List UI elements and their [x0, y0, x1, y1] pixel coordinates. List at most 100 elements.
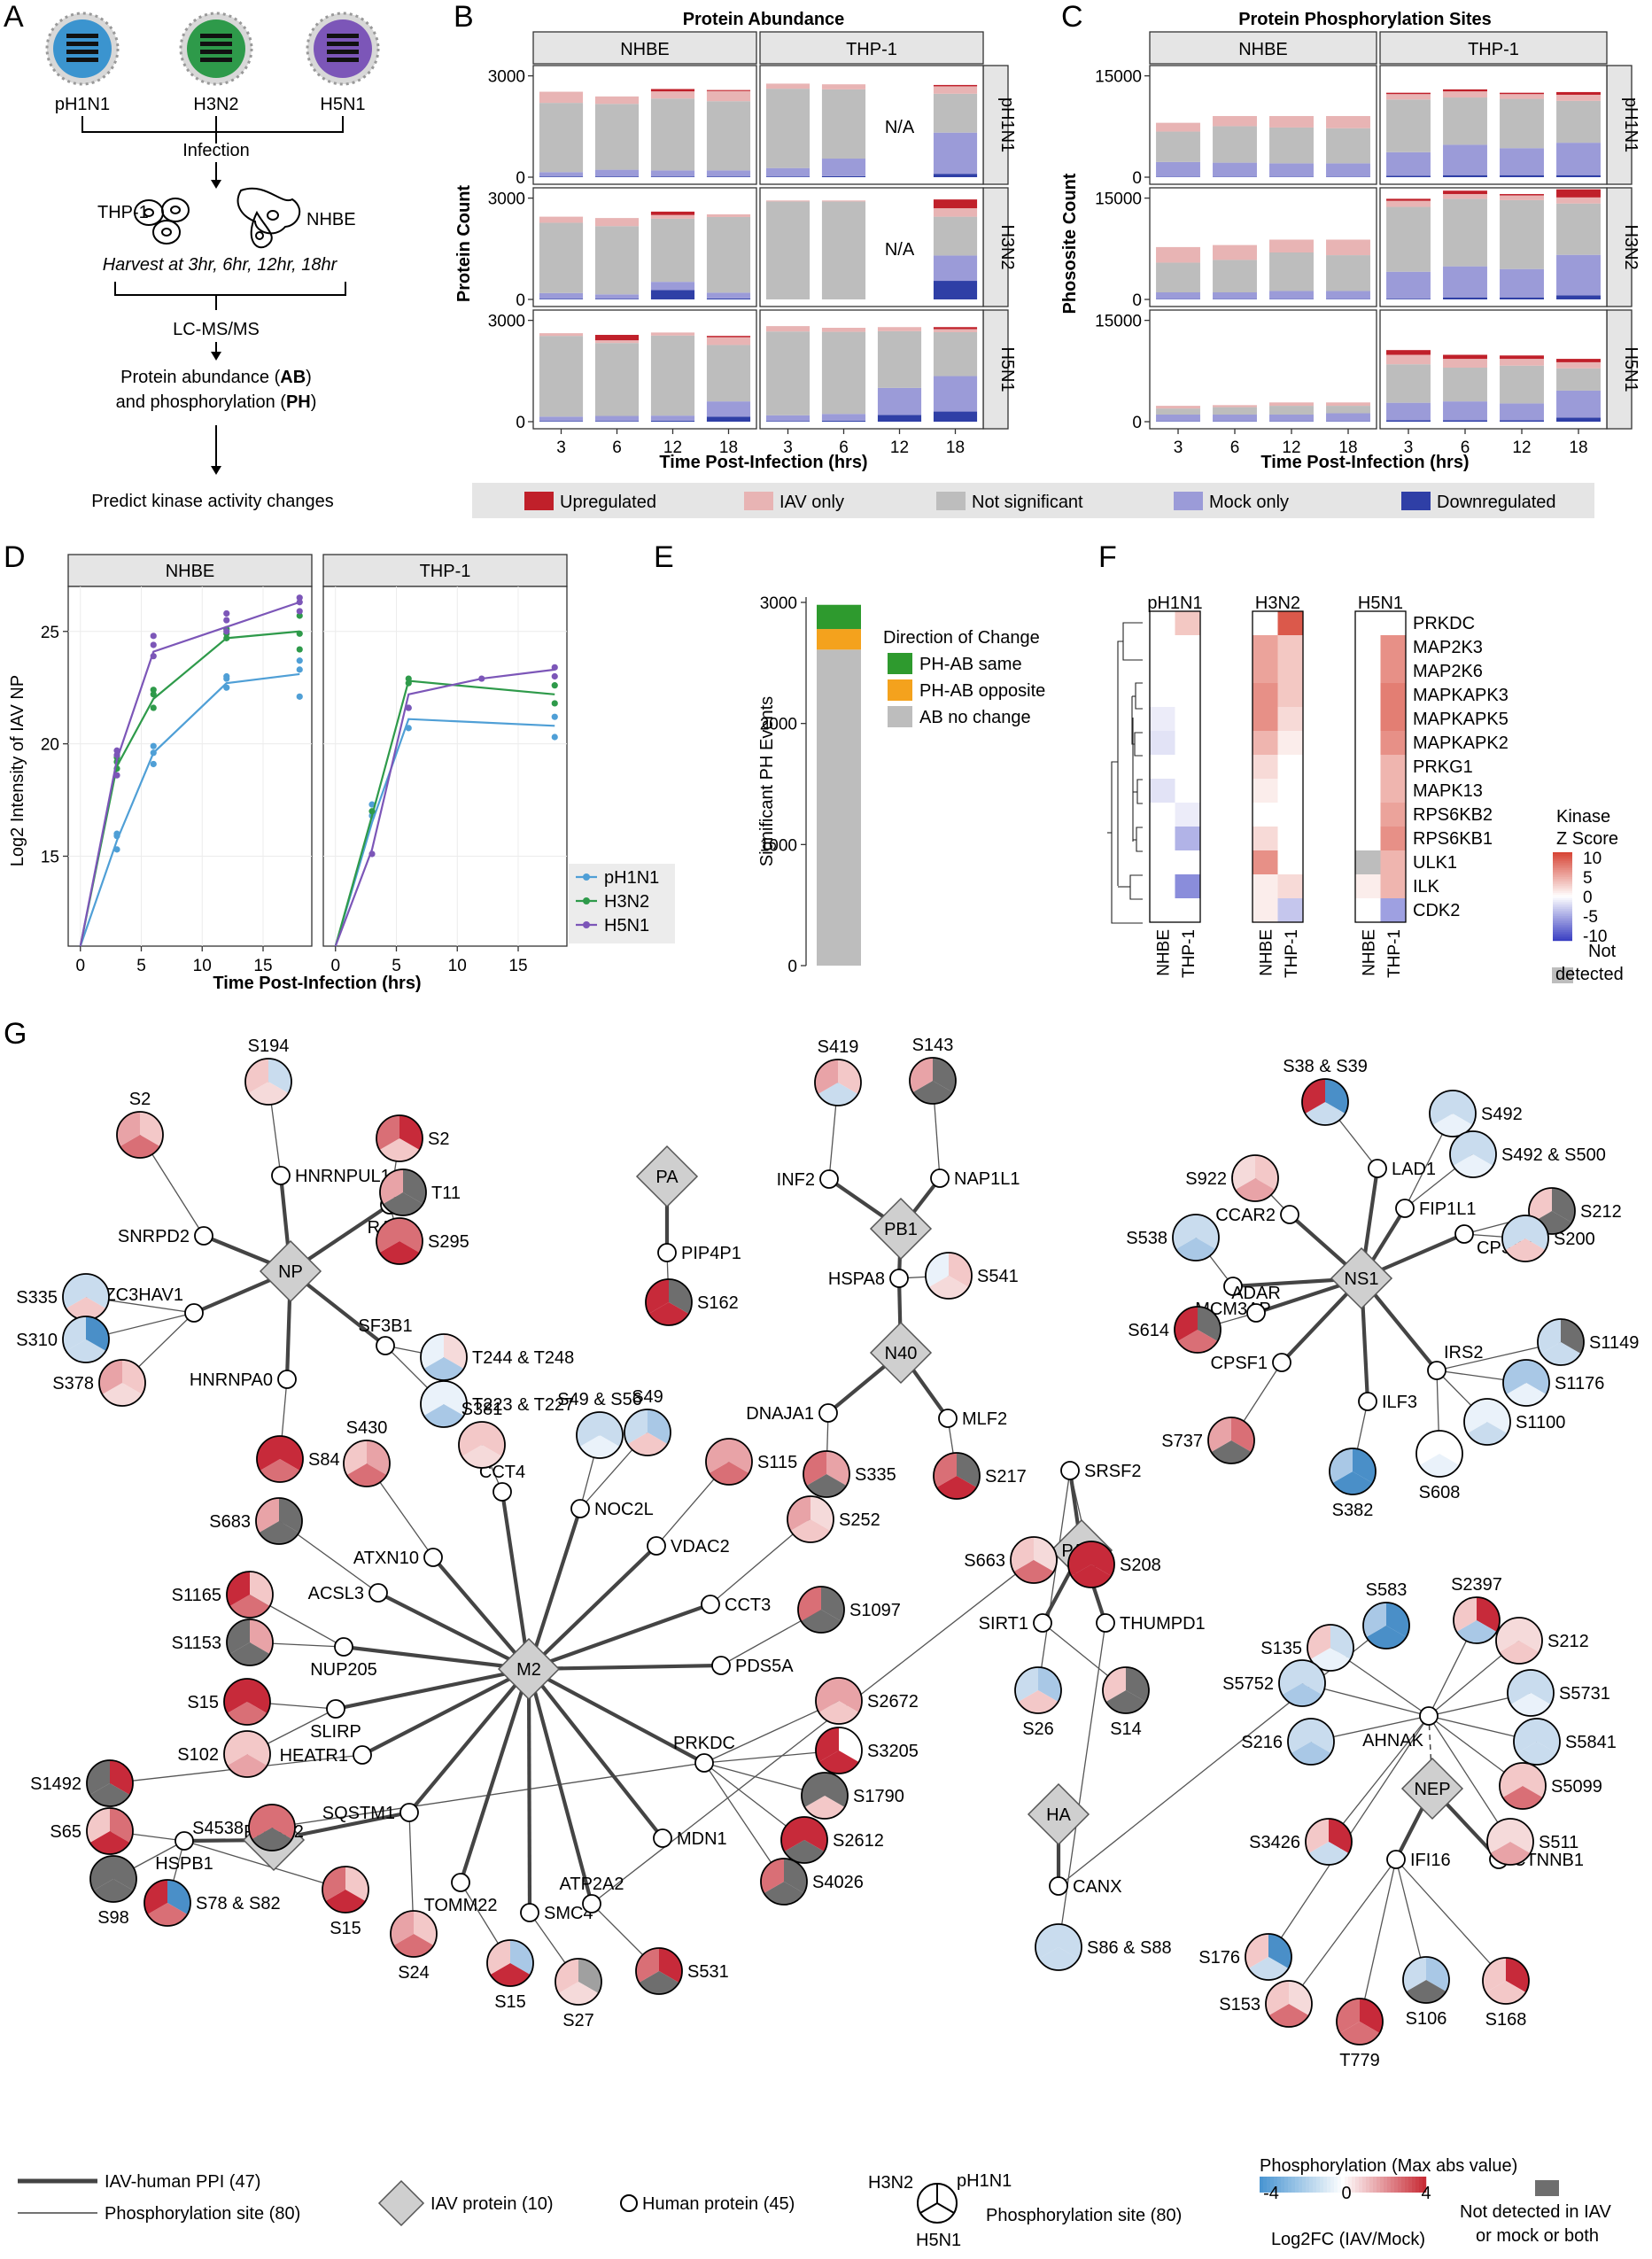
data-point-H5N1	[478, 675, 485, 682]
iav-protein-label: HA	[1046, 1805, 1071, 1825]
bar-upregulated	[706, 336, 751, 338]
phosphosite-label: S216	[1241, 1733, 1283, 1752]
bar-iav-only	[1500, 195, 1544, 200]
phosphosite-label: S2612	[833, 1831, 884, 1851]
pie-outline	[1501, 1215, 1549, 1262]
data-point-pH1N1	[150, 742, 157, 749]
heatmap-border	[1149, 610, 1201, 923]
phosphosite-pie	[98, 1359, 146, 1407]
strip-THP-1	[759, 31, 984, 65]
heatmap-cell	[1175, 707, 1200, 731]
bar-downregulated	[933, 281, 978, 299]
pie-outline	[1067, 1541, 1115, 1588]
heatmap-cell	[1380, 755, 1406, 779]
bar-iav-only	[539, 333, 584, 337]
kinase-label: CDK2	[1413, 901, 1460, 920]
bar-mock-only	[650, 415, 695, 421]
bar-upregulated	[1443, 354, 1487, 360]
colorbar-slice	[1553, 925, 1572, 928]
pie-outline	[1102, 1666, 1150, 1714]
phosphosite-pie	[1415, 1430, 1463, 1478]
bar-downregulated	[1556, 175, 1601, 177]
phosphosite-label: S217	[985, 1467, 1027, 1487]
colorbar-slice	[1553, 937, 1572, 940]
bar-not-significant	[1156, 131, 1200, 162]
pie-segment-H5N1	[764, 1882, 804, 1906]
bar-upregulated	[1556, 359, 1601, 362]
bar-upregulated	[1443, 190, 1487, 195]
colorbar-slice	[1553, 927, 1572, 929]
xtick-label: 0	[330, 957, 340, 975]
bar-iav-only	[650, 91, 695, 99]
human-protein-node	[1280, 1205, 1299, 1224]
cell-nhbe-label: NHBE	[306, 210, 356, 229]
panel-c: C Protein Phosphorylation Sites Phososit…	[1060, 0, 1640, 472]
bar-iav-only	[1443, 359, 1487, 368]
phosphosite-pie	[1265, 1980, 1313, 2028]
panel-e-ylabel: Significant PH Events	[757, 696, 777, 866]
phosphosite-label: S3426	[1249, 1833, 1300, 1852]
heatmap-cell	[1380, 683, 1406, 707]
bar-not-significant	[821, 331, 866, 415]
data-point-pH1N1	[296, 657, 303, 664]
pie-segment-H5N1	[801, 1610, 842, 1634]
pie-outline	[1429, 1090, 1477, 1137]
panel-c-ylabel: Phososite Count	[1060, 173, 1080, 314]
phosphosite-pie	[1502, 1359, 1550, 1407]
heatmap-cell	[1175, 611, 1200, 635]
panel-d-xlabel: Time Post-Infection (hrs)	[213, 974, 421, 993]
colorbar-slice	[1553, 895, 1572, 897]
heatmap-cell	[1355, 755, 1381, 779]
bar-upregulated	[1556, 189, 1601, 198]
phosphosite-label: S252	[839, 1510, 880, 1530]
phosphosite-label: S49 & S56	[557, 1390, 642, 1409]
data-point-H5N1	[223, 628, 230, 635]
bar-mock-only	[1443, 401, 1487, 421]
phosphosite-label: S27	[562, 2011, 594, 2030]
strip-d-0	[67, 554, 313, 587]
bar-iav-only	[1386, 94, 1431, 100]
phosphosite-pie	[760, 1858, 808, 1906]
bar-iav-only	[594, 340, 640, 344]
phosphosite-label: S2397	[1451, 1575, 1502, 1595]
phosphosite-edge	[1328, 1715, 1430, 1843]
data-point-pH1N1	[296, 693, 303, 700]
pie-outline	[635, 1947, 683, 1995]
heatmap-cell	[1253, 683, 1278, 707]
bar-downregulated	[594, 421, 640, 422]
bar-iav-only	[821, 84, 866, 89]
panel-e: E Significant PH Events 0100020003000PH-…	[654, 540, 1045, 976]
pie-outline	[576, 1411, 624, 1459]
heatmap-cell	[1175, 755, 1200, 779]
row-strip-label-H3N2: H3N2	[1621, 224, 1640, 269]
bar-iav-only	[765, 200, 810, 202]
heatmap-cell	[1355, 850, 1381, 874]
human-protein-label: AHNAK	[1362, 1731, 1424, 1751]
bar-mock-only	[1326, 413, 1370, 422]
panel-c-title: Protein Phosphorylation Sites	[1238, 10, 1492, 29]
data-point-H5N1	[296, 608, 303, 615]
pie-outline	[933, 1452, 981, 1500]
human-protein-label: FIP1L1	[1419, 1199, 1476, 1219]
heatmap-cell	[1277, 850, 1303, 874]
phosphosite-label: S1790	[853, 1787, 904, 1806]
phosphosite-pie	[1231, 1154, 1279, 1202]
pie-outline	[116, 1111, 164, 1159]
colorbar-slice	[1553, 918, 1572, 920]
scale-slice	[1277, 2177, 1282, 2193]
bar-not-significant	[1386, 364, 1431, 403]
heatmap-cell	[1380, 850, 1406, 874]
row-strip-pH1N1	[1606, 65, 1633, 185]
scale-slice	[1384, 2177, 1388, 2193]
scale-slice	[1341, 2177, 1346, 2193]
data-point-pH1N1	[551, 734, 558, 741]
phosphosite-pie	[458, 1421, 506, 1469]
pie-outline	[645, 1278, 693, 1326]
bar-mock-only	[650, 282, 695, 291]
phosphosite-label: S15	[330, 1919, 361, 1938]
pie-outline	[1482, 1957, 1530, 2005]
strain-h5n1: H5N1	[320, 95, 365, 114]
ytick-label: 0	[516, 291, 525, 310]
dendrogram-branch	[1135, 682, 1143, 710]
